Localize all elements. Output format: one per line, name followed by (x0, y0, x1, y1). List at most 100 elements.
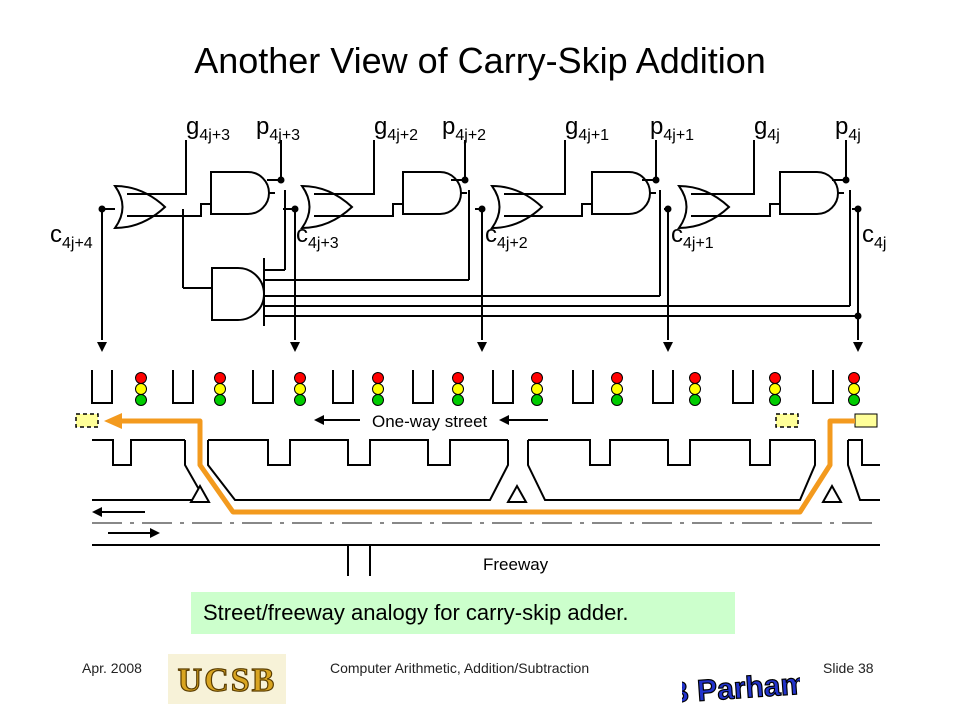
signal-label: c4j+1 (671, 221, 714, 252)
arrow-head (853, 342, 863, 352)
ucsb-logo-text: UCSB (178, 662, 277, 699)
traffic-light-red (372, 372, 384, 384)
ramp-edge (527, 440, 816, 501)
signal-label: c4j (862, 221, 886, 252)
or-gate (300, 184, 354, 230)
and-to-or-wire (504, 203, 592, 217)
building-notch (572, 370, 594, 404)
block-outline (528, 439, 815, 466)
traffic-light-red (452, 372, 464, 384)
building-notch (652, 370, 674, 404)
traffic-light-red (848, 372, 860, 384)
footer-slide-number: Slide 38 (823, 660, 874, 676)
or-gate (113, 184, 167, 230)
traffic-light-yellow (452, 383, 464, 395)
traffic-light-green (531, 394, 543, 406)
one-way-street-label: One-way street (372, 412, 488, 431)
and-gate (591, 171, 651, 215)
traffic-light-green (769, 394, 781, 406)
building-notch (812, 370, 834, 404)
carry-path (120, 418, 855, 515)
traffic-light-red (214, 372, 226, 384)
traffic-light-yellow (214, 383, 226, 395)
caption-box: Street/freeway analogy for carry-skip ad… (191, 592, 735, 634)
block-outline (92, 439, 185, 466)
author-logo: B Parhami (682, 666, 800, 710)
arrow-head (97, 342, 107, 352)
traffic-light-green (611, 394, 623, 406)
yield-sign (506, 483, 528, 503)
yield-sign (821, 483, 843, 503)
signal-label: c4j+4 (50, 221, 93, 252)
arrow-head (477, 342, 487, 352)
traffic-light-yellow (372, 383, 384, 395)
and-to-or-wire (314, 203, 403, 217)
signal-label: g4j+1 (565, 113, 609, 144)
ramp-edge (847, 440, 880, 501)
traffic-light-green (372, 394, 384, 406)
and-to-or-wire (127, 203, 211, 217)
signal-label: p4j+1 (650, 113, 694, 144)
signal-label: p4j+3 (256, 113, 300, 144)
traffic-light-red (689, 372, 701, 384)
ramp-edge (207, 440, 509, 501)
g-wire (691, 140, 755, 195)
skip-and-gate (211, 267, 265, 321)
traffic-light-yellow (294, 383, 306, 395)
signal-label: p4j+2 (442, 113, 486, 144)
traffic-light-red (611, 372, 623, 384)
arrow-head (92, 507, 102, 517)
slide-title: Another View of Carry-Skip Addition (194, 40, 766, 81)
and-gate (779, 171, 839, 215)
signal-label: c4j+3 (296, 221, 339, 252)
traffic-light-green (689, 394, 701, 406)
traffic-light-green (848, 394, 860, 406)
arrow-head (290, 342, 300, 352)
building-notch (91, 370, 113, 404)
carry-skip-circuit (97, 140, 863, 352)
and-gate (402, 171, 462, 215)
traffic-light-yellow (611, 383, 623, 395)
traffic-light-red (531, 372, 543, 384)
traffic-light-red (769, 372, 781, 384)
arrow-head (499, 415, 509, 425)
and-to-or-wire (691, 203, 780, 217)
block-outline (208, 439, 508, 466)
building-notch (732, 370, 754, 404)
car-start (854, 413, 878, 428)
g-wire (127, 140, 187, 195)
traffic-light-green (452, 394, 464, 406)
building-notch (252, 370, 274, 404)
car-ghost (775, 413, 799, 428)
footer-course-title: Computer Arithmetic, Addition/Subtractio… (330, 660, 590, 676)
traffic-light-green (214, 394, 226, 406)
ramp-edge (92, 440, 207, 501)
carry-path-arrowhead (104, 413, 122, 429)
car-end (75, 413, 99, 428)
footer-date: Apr. 2008 (82, 660, 142, 676)
ucsb-logo: UCSB (168, 654, 286, 704)
or-gate (490, 184, 544, 230)
arrow-head (314, 415, 324, 425)
caption-text: Street/freeway analogy for carry-skip ad… (203, 600, 629, 625)
or-gate (677, 184, 731, 230)
traffic-light-yellow (848, 383, 860, 395)
yield-sign (189, 483, 211, 503)
arrow-head (150, 528, 160, 538)
traffic-light-yellow (689, 383, 701, 395)
freeway-label: Freeway (483, 555, 549, 574)
traffic-light-yellow (769, 383, 781, 395)
signal-label: c4j+2 (485, 221, 528, 252)
building-notch (492, 370, 514, 404)
traffic-light-green (135, 394, 147, 406)
traffic-light-yellow (531, 383, 543, 395)
signal-label: g4j+2 (374, 113, 418, 144)
block-outline (848, 439, 880, 466)
signal-label: g4j (754, 113, 780, 144)
arrow-head (663, 342, 673, 352)
author-logo-text: B Parhami (682, 667, 800, 710)
g-wire (504, 140, 566, 195)
